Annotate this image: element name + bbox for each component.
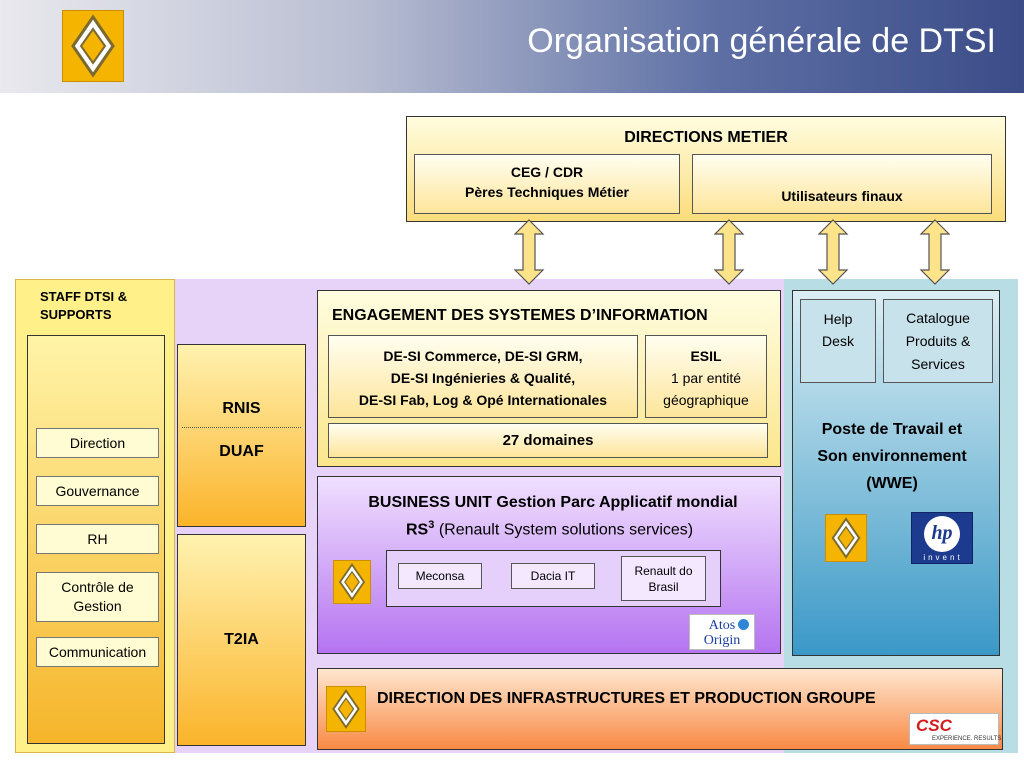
hp-logo-text: hp — [931, 522, 953, 544]
atos-origin-logo-icon: Atos Origin — [689, 614, 755, 650]
renault-logo-icon — [326, 686, 366, 732]
wwe-title-line: Son environnement — [817, 448, 967, 465]
staff-item-rh: RH — [36, 524, 159, 554]
rs-description: (Renault System solutions services) — [438, 521, 694, 539]
t2ia-label: T2IA — [224, 631, 259, 648]
rs3-line: RS3 (Renault System solutions services) — [406, 519, 693, 539]
domaines-box: 27 domaines — [328, 423, 768, 458]
catalogue-line: Produits & — [905, 333, 971, 349]
partner-renault-brasil: Renault do Brasil — [621, 556, 706, 601]
staff-title-line: STAFF DTSI & — [40, 289, 128, 304]
hp-invent-text: invent — [923, 553, 963, 562]
wwe-title-line: Poste de Travail et — [821, 421, 963, 438]
t2ia-box: T2IA — [177, 534, 306, 746]
rs-label: RS — [406, 521, 429, 539]
double-arrow-icon — [919, 219, 951, 285]
esil-line: 1 par entité — [670, 370, 742, 386]
csc-logo-text: CSC — [916, 716, 952, 735]
atos-dot-icon — [738, 619, 749, 630]
utilisateurs-box: Utilisateurs finaux — [692, 154, 992, 214]
rnis-duaf-divider — [182, 427, 301, 428]
rnis-duaf-box: RNIS DUAF — [177, 344, 306, 527]
staff-item-direction: Direction — [36, 428, 159, 458]
renault-logo-icon — [333, 560, 371, 604]
partner-dacia-it: Dacia IT — [511, 563, 595, 589]
esil-title: ESIL — [690, 348, 722, 364]
partner-meconsa: Meconsa — [398, 563, 482, 589]
csc-tagline: EXPERIENCE. RESULTS. — [932, 736, 1003, 742]
staff-title: STAFF DTSI & SUPPORTS — [40, 288, 127, 324]
page-title: Organisation générale de DTSI — [527, 22, 996, 60]
help-desk-box: Help Desk — [800, 299, 876, 383]
wwe-title-line: (WWE) — [866, 475, 918, 492]
hp-logo-icon: hp invent — [911, 512, 973, 564]
engagement-title: ENGAGEMENT DES SYSTEMES D’INFORMATION — [332, 307, 708, 324]
ceg-cdr-label: CEG / CDR — [510, 164, 584, 180]
de-si-line: DE-SI Ingénieries & Qualité, — [390, 370, 576, 386]
header-bar: Organisation générale de DTSI — [0, 0, 1024, 93]
rnis-label: RNIS — [222, 400, 261, 417]
domaines-label: 27 domaines — [502, 432, 594, 449]
peres-techniques-label: Pères Techniques Métier — [465, 184, 629, 200]
wwe-title: Poste de Travail et Son environnement (W… — [792, 416, 992, 497]
double-arrow-icon — [817, 219, 849, 285]
esil-box: ESIL 1 par entité géographique — [645, 335, 767, 418]
directions-metier-title: DIRECTIONS METIER — [624, 129, 788, 146]
rs-superscript: 3 — [428, 519, 435, 531]
atos-label: Atos — [708, 618, 736, 633]
infrastructure-title: DIRECTION DES INFRASTRUCTURES ET PRODUCT… — [377, 690, 876, 707]
renault-logo-icon — [62, 10, 124, 82]
double-arrow-icon — [513, 219, 545, 285]
brasil-line: Brasil — [648, 579, 679, 594]
staff-item-controle-gestion: Contrôle de Gestion — [36, 572, 159, 622]
de-si-line: DE-SI Fab, Log & Opé Internationales — [358, 392, 608, 408]
csc-logo-icon: CSC EXPERIENCE. RESULTS. — [909, 713, 1003, 745]
origin-label: Origin — [703, 633, 741, 648]
utilisateurs-label: Utilisateurs finaux — [781, 188, 903, 204]
duaf-label: DUAF — [219, 443, 264, 460]
de-si-box: DE-SI Commerce, DE-SI GRM, DE-SI Ingénie… — [328, 335, 638, 418]
staff-item-communication: Communication — [36, 637, 159, 667]
catalogue-line: Services — [911, 356, 965, 372]
double-arrow-icon — [713, 219, 745, 285]
de-si-line: DE-SI Commerce, DE-SI GRM, — [383, 348, 583, 364]
business-unit-title: BUSINESS UNIT Gestion Parc Applicatif mo… — [368, 494, 738, 511]
staff-title-line: SUPPORTS — [40, 307, 112, 322]
esil-line: géographique — [663, 392, 749, 408]
infrastructure-box — [317, 668, 1003, 750]
brasil-line: Renault do — [634, 563, 693, 578]
renault-logo-icon — [825, 514, 867, 562]
catalogue-line: Catalogue — [906, 310, 970, 326]
help-desk-line: Desk — [822, 333, 854, 349]
catalogue-box: Catalogue Produits & Services — [883, 299, 993, 383]
help-desk-line: Help — [823, 311, 853, 327]
staff-item-gouvernance: Gouvernance — [36, 476, 159, 506]
ceg-cdr-box: CEG / CDR Pères Techniques Métier — [414, 154, 680, 214]
